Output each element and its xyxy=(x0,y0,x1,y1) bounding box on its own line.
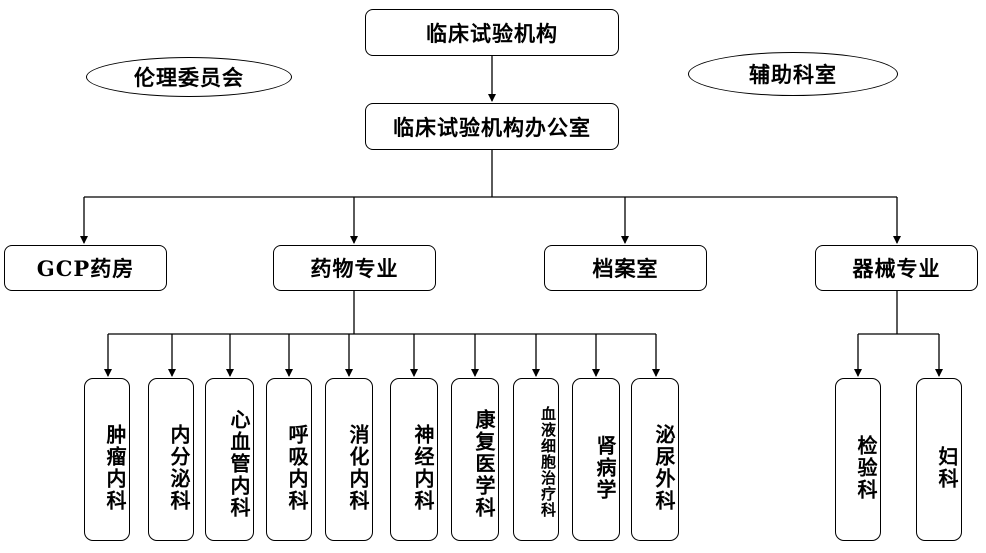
ethics-committee-label: 伦理委员会 xyxy=(134,65,244,90)
drug-specialty-box: 药物专业 xyxy=(273,245,436,291)
dept-label: 呼吸内科 xyxy=(285,423,309,512)
dept-label: 检验科 xyxy=(854,434,878,501)
office-label: 临床试验机构办公室 xyxy=(393,114,591,140)
dept-label: 内分泌科 xyxy=(167,423,191,512)
auxiliary-departments-label: 辅助科室 xyxy=(749,62,837,87)
dept-box-laboratory: 检验科 xyxy=(835,378,881,541)
dept-label: 肾病学 xyxy=(593,434,617,501)
dept-box-oncology: 肿瘤内科 xyxy=(84,378,130,541)
archive-room-box: 档案室 xyxy=(544,245,707,291)
device-specialty-box: 器械专业 xyxy=(815,245,978,291)
dept-label: 康复医学科 xyxy=(472,408,496,519)
auxiliary-departments-ellipse: 辅助科室 xyxy=(688,52,898,96)
dept-label: 泌尿外科 xyxy=(652,423,676,512)
ethics-committee-ellipse: 伦理委员会 xyxy=(86,57,292,97)
office-box: 临床试验机构办公室 xyxy=(365,103,619,150)
dept-box-neurology: 神经内科 xyxy=(390,378,438,541)
dept-box-respiratory: 呼吸内科 xyxy=(266,378,312,541)
gcp-pharmacy-label: GCP药房 xyxy=(36,256,135,281)
institution-label: 临床试验机构 xyxy=(426,20,558,46)
dept-box-hematology-cell-therapy: 血液细胞治疗科 xyxy=(513,378,559,541)
dept-box-endocrinology: 内分泌科 xyxy=(148,378,194,541)
dept-box-rehabilitation: 康复医学科 xyxy=(451,378,499,541)
dept-label: 妇科 xyxy=(935,445,959,490)
archive-room-label: 档案室 xyxy=(592,256,659,281)
dept-label: 心血管内科 xyxy=(227,408,251,519)
device-specialty-label: 器械专业 xyxy=(852,256,941,281)
dept-box-cardiology: 心血管内科 xyxy=(205,378,254,541)
dept-box-gynecology: 妇科 xyxy=(916,378,962,541)
dept-label: 肿瘤内科 xyxy=(103,423,127,512)
dept-box-urology: 泌尿外科 xyxy=(631,378,679,541)
dept-label: 血液细胞治疗科 xyxy=(539,405,557,518)
dept-box-nephrology: 肾病学 xyxy=(572,378,620,541)
gcp-pharmacy-box: GCP药房 xyxy=(4,245,167,291)
dept-label: 消化内科 xyxy=(346,423,370,512)
institution-box: 临床试验机构 xyxy=(365,9,619,56)
dept-label: 神经内科 xyxy=(411,423,435,512)
drug-specialty-label: 药物专业 xyxy=(310,256,399,281)
dept-box-gastroenterology: 消化内科 xyxy=(325,378,373,541)
